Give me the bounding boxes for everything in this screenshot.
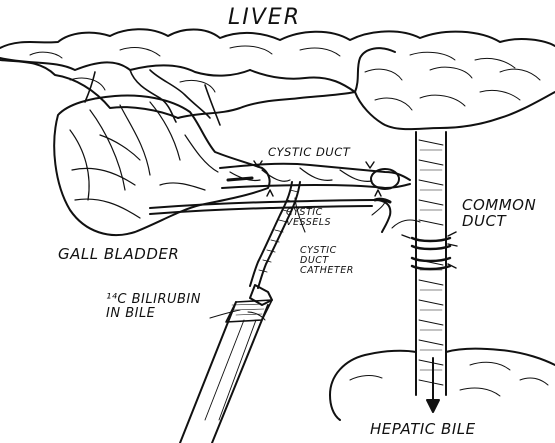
gall-bladder-label: GALL BLADDER bbox=[58, 247, 179, 263]
liver-label: LIVER bbox=[228, 6, 301, 29]
cystic-duct-label: CYSTIC DUCT bbox=[268, 146, 350, 158]
duodenum bbox=[330, 349, 555, 420]
liver bbox=[0, 29, 555, 129]
hepatic-bile-label: HEPATIC BILE bbox=[370, 422, 476, 438]
common-duct bbox=[402, 132, 457, 395]
hepatic-bile-arrow bbox=[427, 358, 439, 412]
cystic-duct-catheter bbox=[250, 182, 300, 288]
bilirubin-label: ¹⁴C BILIRUBIN IN BILE bbox=[106, 293, 201, 320]
cystic-duct-catheter-label: CYSTIC DUCT CATHETER bbox=[300, 246, 354, 276]
common-duct-label: COMMON DUCT bbox=[462, 198, 536, 230]
cystic-duct bbox=[220, 161, 410, 196]
cystic-vessels bbox=[150, 199, 390, 232]
cystic-vessels-label: CYSTIC VESSELS bbox=[286, 208, 331, 228]
